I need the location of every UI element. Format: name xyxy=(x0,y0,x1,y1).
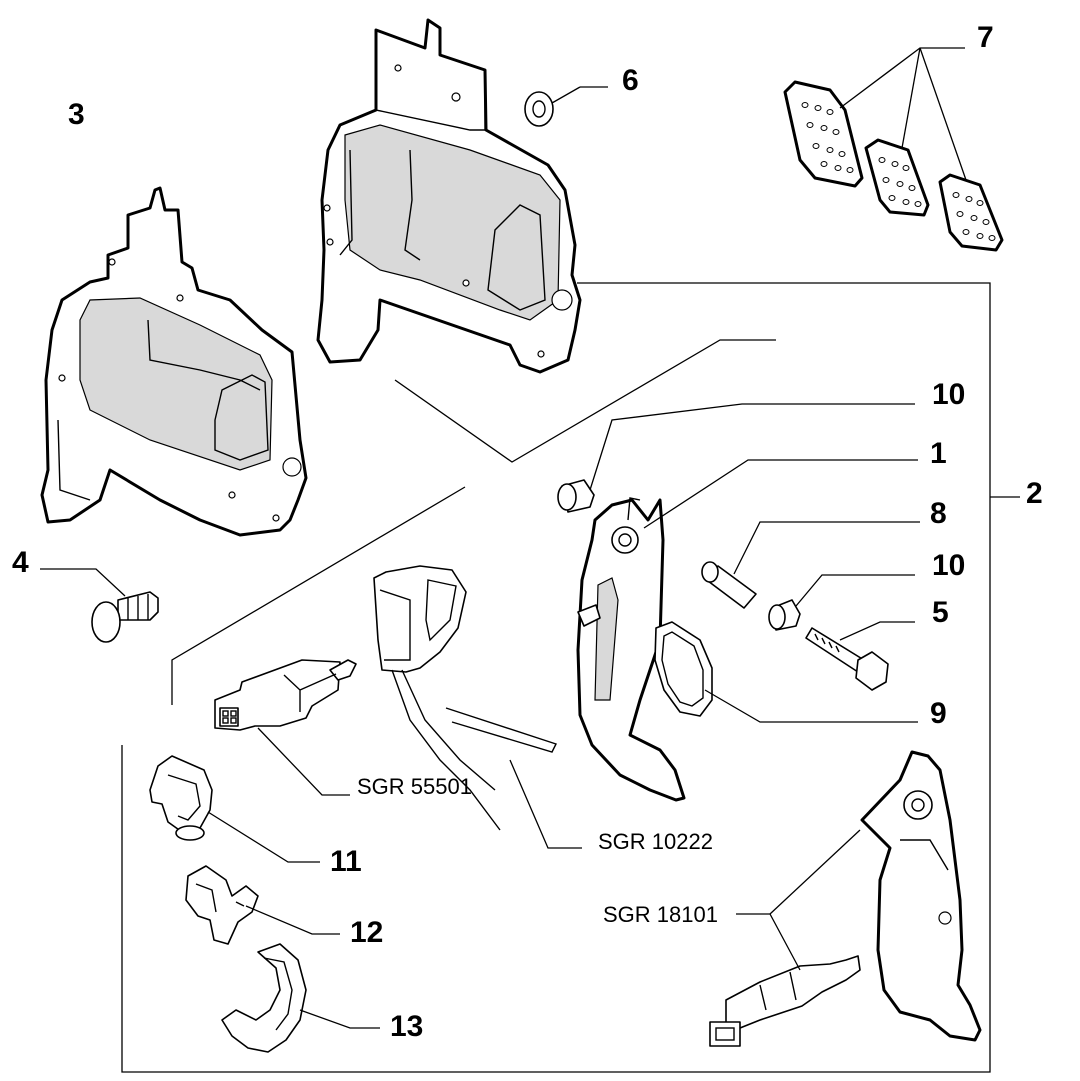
part-13-clip xyxy=(221,943,380,1053)
part-3-left-bracket xyxy=(40,186,308,537)
reference-labels: SGR 55501 SGR 10222 SGR 18101 xyxy=(357,774,718,927)
callout-labels: 3 4 6 7 10 1 2 8 10 5 9 11 12 13 xyxy=(12,21,1043,1043)
callout-9: 9 xyxy=(930,697,947,730)
part-9-ring xyxy=(654,621,918,723)
callout-13: 13 xyxy=(390,1010,423,1043)
ref-sgr-10222: SGR 10222 xyxy=(598,829,713,854)
sensor-sgr-10222 xyxy=(373,565,582,849)
part-11-clip xyxy=(149,755,320,863)
ref-sgr-18101: SGR 18101 xyxy=(603,902,718,927)
assembly-frame xyxy=(121,282,1020,1073)
callout-8: 8 xyxy=(930,497,947,530)
ref-sgr-55501: SGR 55501 xyxy=(357,774,472,799)
callout-3: 3 xyxy=(68,98,85,131)
part-2-main-bracket xyxy=(316,18,582,374)
part-10-bushing-upper xyxy=(557,403,915,513)
part-4-push-pin xyxy=(40,568,159,643)
callout-4: 4 xyxy=(12,546,29,579)
callout-11: 11 xyxy=(330,845,362,878)
callout-10-lower: 10 xyxy=(932,549,965,582)
callout-6: 6 xyxy=(622,64,639,97)
part-6-clip xyxy=(524,86,608,127)
callout-12: 12 xyxy=(350,916,383,949)
part-5-bolt xyxy=(805,621,915,691)
part-7-pedal-pads xyxy=(783,47,1004,252)
callout-1: 1 xyxy=(930,437,947,470)
part-12-clip xyxy=(185,865,340,945)
callout-5: 5 xyxy=(932,596,949,629)
part-8-sleeve xyxy=(701,521,920,609)
callout-2: 2 xyxy=(1026,477,1043,510)
callout-10-upper: 10 xyxy=(932,378,965,411)
switch-sgr-55501 xyxy=(214,659,357,796)
pedal-assembly-sgr-18101 xyxy=(709,750,982,1047)
exploded-view-lines xyxy=(171,339,776,705)
callout-7: 7 xyxy=(977,21,994,54)
part-1-pedal-arm xyxy=(576,459,918,802)
part-10-bushing-lower xyxy=(768,574,915,631)
